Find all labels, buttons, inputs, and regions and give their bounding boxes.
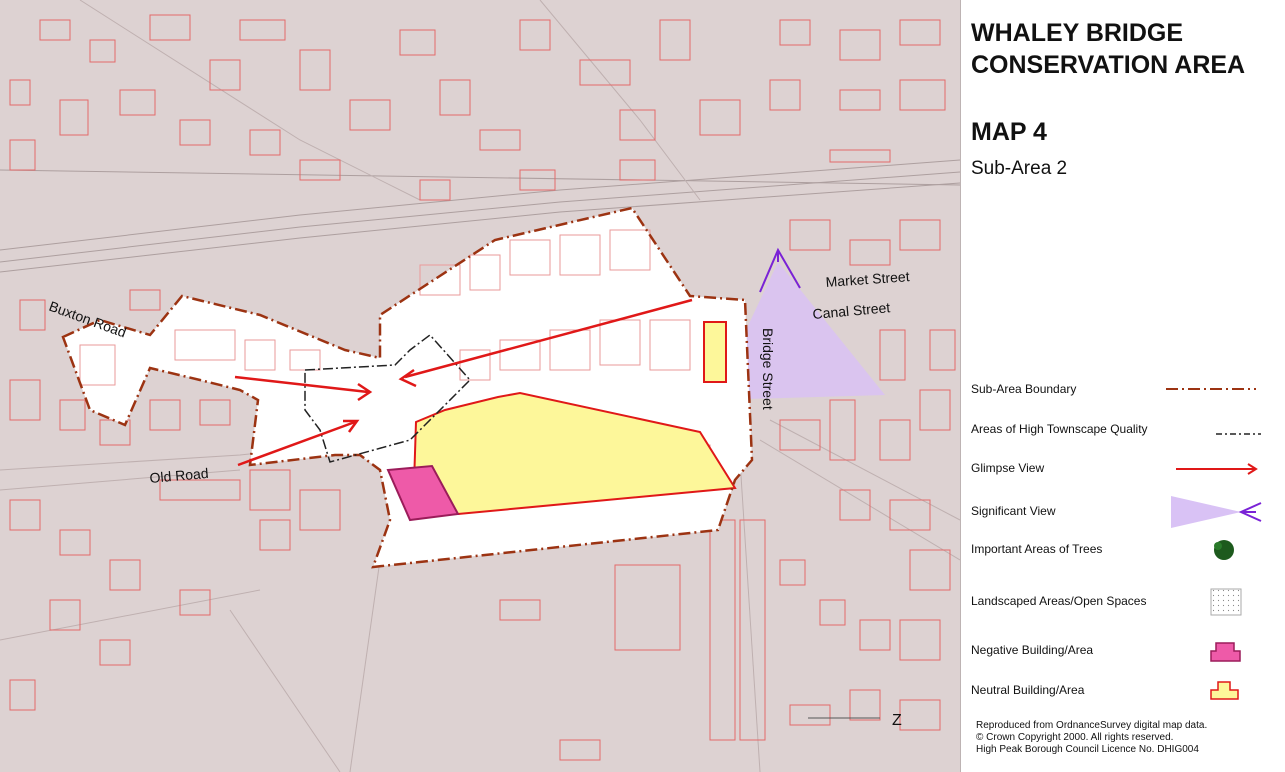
red-arrow-icon — [1176, 463, 1258, 475]
map-title-line1: WHALEY BRIDGE — [971, 19, 1184, 47]
legend-item-boundary: Sub-Area Boundary — [971, 376, 1276, 406]
sub-area-boundary — [61, 206, 754, 569]
street-label-bridge-street: Bridge Street — [760, 328, 776, 410]
map-title-line2: CONSERVATION AREA — [971, 51, 1246, 79]
credit-line-3: High Peak Borough Council Licence No. DH… — [976, 744, 1199, 755]
neutral-building-icon — [1210, 681, 1239, 700]
legend-item-trees: Important Areas of Trees — [971, 536, 1276, 566]
negative-building — [386, 464, 460, 522]
dotted-area-icon — [1210, 588, 1242, 616]
conservation-area-map: Buxton Road Old Road Market Street Canal… — [0, 0, 960, 772]
significant-view-fan — [713, 247, 885, 400]
legend-label: Glimpse View — [971, 461, 1045, 475]
railway-line — [0, 159, 960, 273]
tree-icon — [1214, 540, 1234, 560]
legend-item-significant: Significant View — [971, 494, 1276, 530]
legend-panel: WHALEY BRIDGE CONSERVATION AREA MAP 4 Su… — [960, 0, 1285, 772]
legend-label: Areas of High Townscape Quality — [971, 422, 1148, 436]
map-number: MAP 4 — [971, 118, 1047, 146]
legend-item-neutral: Neutral Building/Area — [971, 677, 1276, 707]
legend-label: Landscaped Areas/Open Spaces — [971, 594, 1147, 608]
view-fan-icon — [1171, 496, 1262, 528]
high-townscape-area — [304, 333, 472, 463]
building-footprints — [9, 14, 956, 761]
negative-building-icon — [1210, 642, 1241, 662]
map-subtitle: Sub-Area 2 — [971, 158, 1068, 179]
boundary-line-icon — [1166, 388, 1256, 390]
legend-item-townscape: Areas of High Townscape Quality — [971, 416, 1276, 446]
north-arrow: Z — [808, 712, 902, 729]
street-label-market-street: Market Street — [825, 268, 910, 290]
dash-dot-line-icon — [1216, 433, 1261, 435]
legend-label: Significant View — [971, 504, 1056, 518]
legend-label: Sub-Area Boundary — [971, 382, 1077, 396]
legend-label: Neutral Building/Area — [971, 683, 1085, 697]
street-label-canal-street: Canal Street — [812, 299, 891, 322]
legend-label: Negative Building/Area — [971, 643, 1094, 657]
credit-line-2: © Crown Copyright 2000. All rights reser… — [976, 732, 1174, 743]
glimpse-view-arrows — [234, 298, 693, 467]
legend-item-glimpse: Glimpse View — [971, 455, 1276, 485]
legend-label: Important Areas of Trees — [971, 542, 1103, 556]
credit-line-1: Reproduced from OrdnanceSurvey digital m… — [976, 720, 1208, 731]
legend-item-negative: Negative Building/Area — [971, 637, 1276, 667]
background-roads — [0, 0, 960, 772]
north-arrow-label: Z — [892, 712, 902, 729]
street-label-old-road: Old Road — [149, 465, 209, 486]
legend-item-landscaped: Landscaped Areas/Open Spaces — [971, 588, 1276, 618]
